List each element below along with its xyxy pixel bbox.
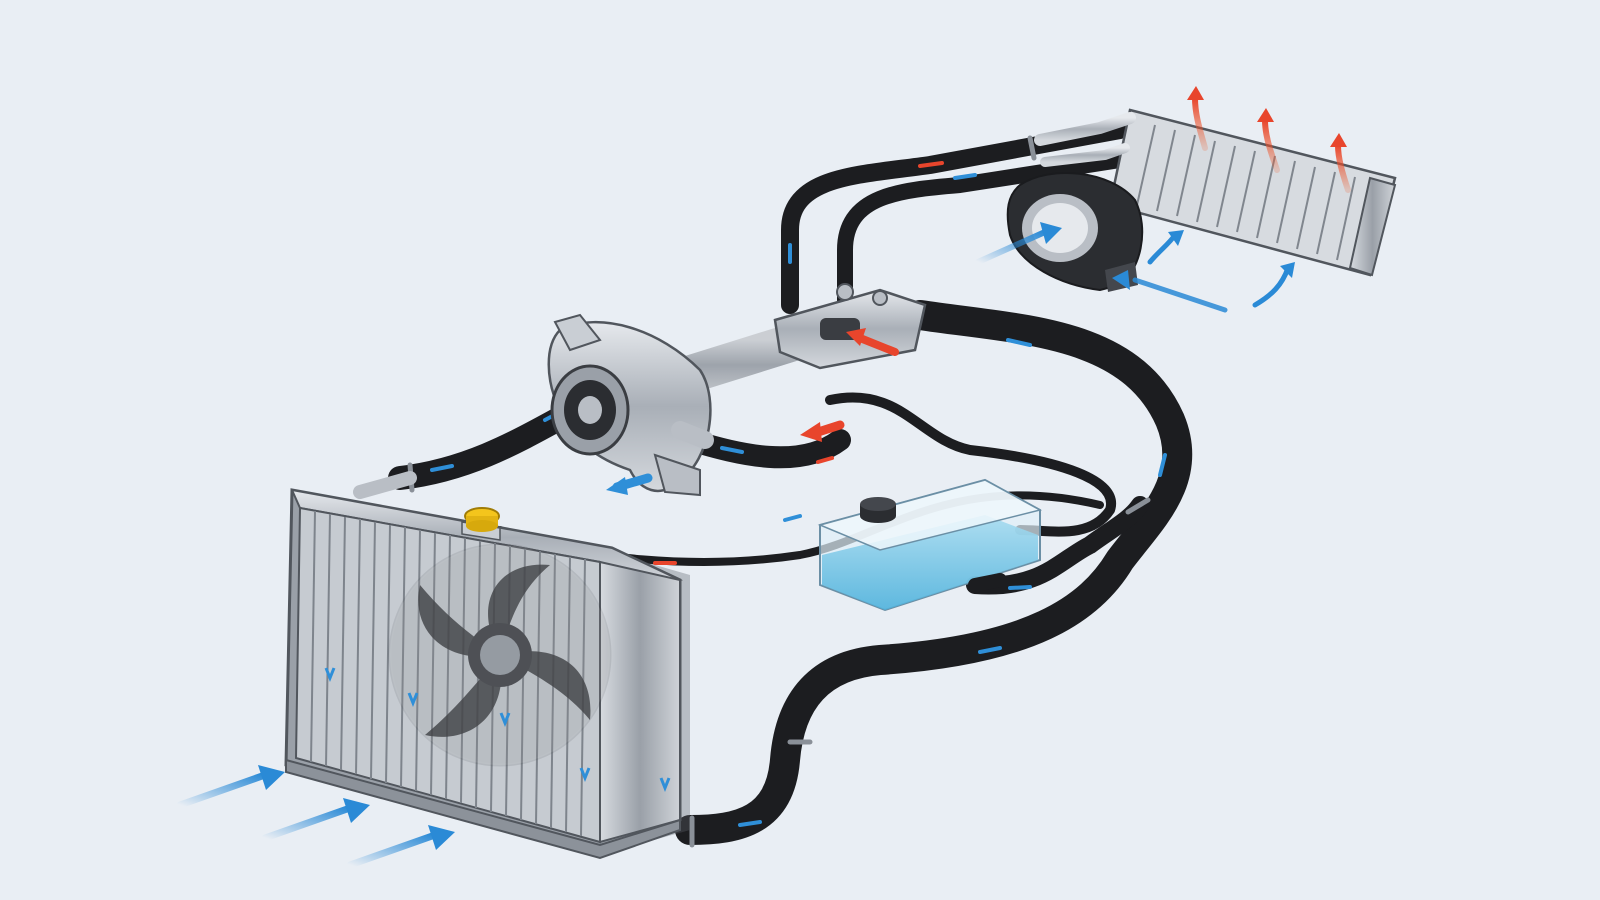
warm-air-arrows [1187, 86, 1351, 193]
air-in-arrows [176, 765, 455, 869]
radiator-flow-arrows [324, 585, 671, 793]
radiator-cap [461, 507, 501, 541]
return-hose-main [675, 300, 1193, 845]
reservoir-outlet-hose [966, 496, 1149, 595]
blower-air-arrows [975, 222, 1295, 313]
cooling-fan [388, 543, 612, 767]
heater-hose-b [837, 152, 1128, 308]
hoses [388, 121, 1193, 848]
heater-hose-a [781, 121, 1129, 314]
thermostat-housing [773, 255, 927, 370]
coolant-reservoir [817, 478, 1043, 612]
flow-arrows [176, 86, 1351, 869]
pump-flow-arrows [606, 328, 899, 495]
radiator-fins [310, 510, 586, 837]
water-pump [547, 313, 819, 497]
overflow-hose [825, 392, 1117, 537]
heater-core [1034, 108, 1397, 277]
radiator [284, 471, 690, 860]
